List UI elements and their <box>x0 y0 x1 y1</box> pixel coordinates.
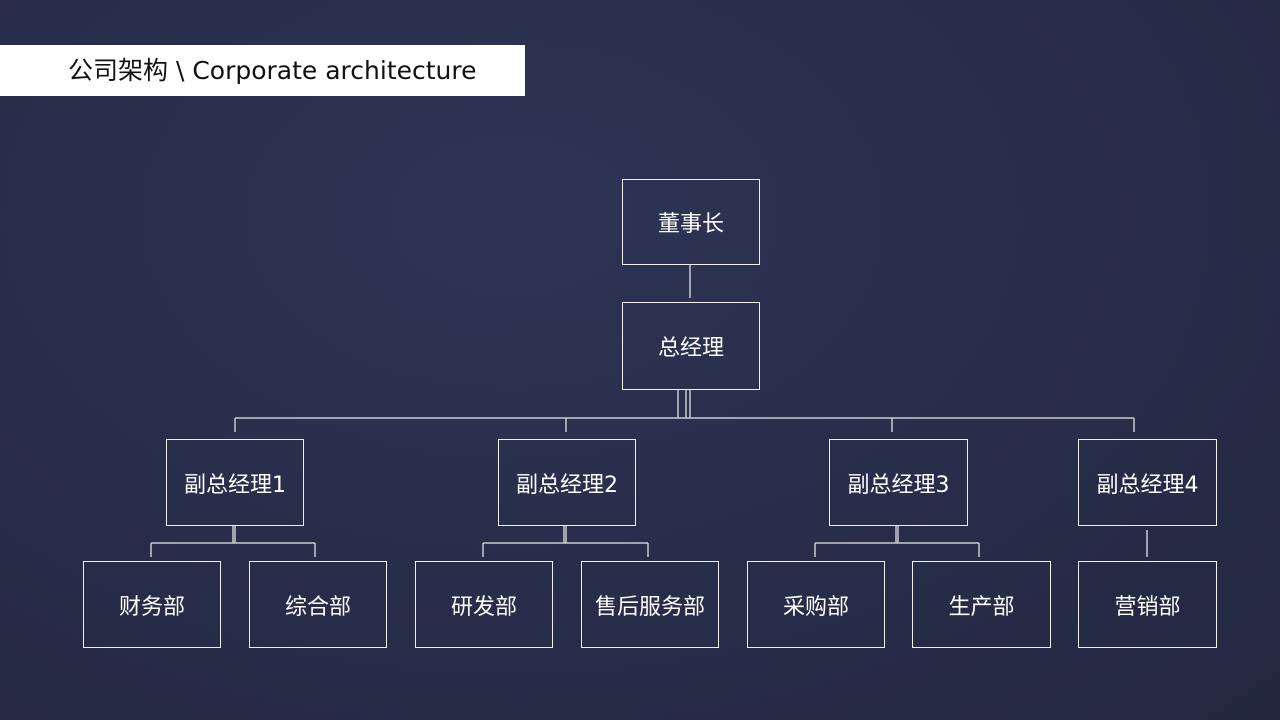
chairman-node: 董事长 <box>622 179 760 265</box>
department-finance: 财务部 <box>83 561 221 648</box>
department-purchasing: 采购部 <box>747 561 885 648</box>
department-general: 综合部 <box>249 561 387 648</box>
vp-node-3: 副总经理3 <box>829 439 968 526</box>
slide-title: 公司架构 \ Corporate architecture <box>0 45 525 96</box>
department-production: 生产部 <box>912 561 1051 648</box>
department-marketing: 营销部 <box>1078 561 1217 648</box>
department-rnd: 研发部 <box>415 561 553 648</box>
vp-node-4: 副总经理4 <box>1078 439 1217 526</box>
vp-node-1: 副总经理1 <box>166 439 304 526</box>
department-after-sales: 售后服务部 <box>581 561 719 648</box>
general-manager-node: 总经理 <box>622 302 760 390</box>
vp-node-2: 副总经理2 <box>498 439 636 526</box>
